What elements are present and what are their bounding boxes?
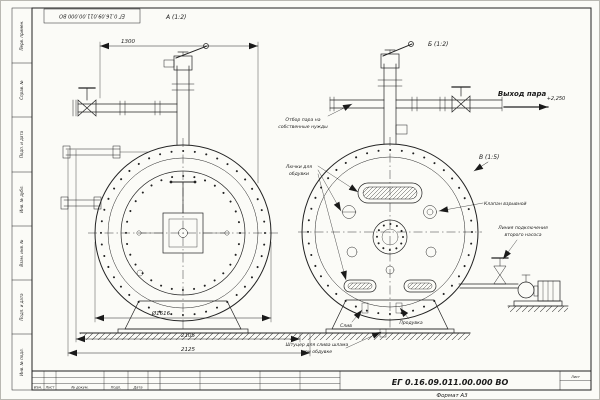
boiler-rear-view — [298, 41, 563, 338]
margin-label-2: Справ. № — [19, 80, 24, 99]
hatches-line1: Лючки для — [285, 164, 312, 170]
callout-drain: Слив — [340, 309, 363, 329]
riser-pipe-right — [377, 63, 408, 145]
dim-diameter-1616: Ø1616 — [94, 241, 272, 323]
rev-col-data: Дата — [132, 386, 142, 390]
view-label-a: А (1:2) — [165, 14, 186, 21]
top-blow-hatch — [357, 182, 423, 204]
steam-outlet-pipe — [395, 96, 503, 112]
sight-gauge-lower-right — [425, 246, 437, 258]
lower-blow-hatch-left — [343, 279, 377, 293]
view-label-v-text: В (1:5) — [479, 154, 499, 161]
shutoff-valve-left — [77, 87, 97, 117]
rear-flange-rings — [298, 137, 482, 330]
rev-col-izm: Изм. — [34, 386, 42, 390]
explosion-valve-port — [423, 205, 437, 219]
boiler-front-view — [60, 43, 278, 334]
ground-hatch-pump — [507, 305, 569, 312]
callout-blow-hatches: Лючки для обдувки — [285, 164, 359, 281]
margin-label-6: Подп. и дата — [19, 293, 24, 321]
margin-label-7: Инв. № подл. — [19, 348, 24, 376]
view-label-v: В (1:5) — [473, 154, 499, 172]
margin-label-1: Перв. примен. — [19, 20, 24, 50]
own-needs-branch — [329, 96, 385, 112]
left-margin-column: Перв. примен. Справ. № Подп. и дата Инв.… — [11, 7, 33, 391]
saddle-support-right — [325, 299, 455, 338]
callout-own-needs: Отбор пара на собственные нужды — [278, 103, 353, 130]
margin-label-3: Подп. и дата — [19, 130, 24, 158]
margin-label-4: Инв. № дубл. — [19, 185, 24, 212]
dim-1300: 1300 — [99, 39, 259, 184]
callout-blowdown: Продувка — [399, 307, 423, 326]
sight-gauge-upper-left — [341, 205, 357, 219]
bottom-port — [385, 265, 395, 275]
steam-outlet-label: Выход пара — [498, 90, 547, 98]
drain-label: Слив — [340, 323, 352, 329]
stud-assembly-upper — [62, 145, 150, 159]
title-block: Изм. Лист № докум. Подп. Дата ЕГ 0.16.09… — [31, 370, 592, 391]
callout-explosion-valve: Клапан взрывной — [438, 201, 527, 213]
dim-1300-text: 1300 — [121, 39, 135, 45]
title-block-code: ЕГ 0.16.09.011.00.000 ВО — [392, 378, 509, 387]
center-manhole — [372, 219, 408, 255]
blowdown-label: Продувка — [399, 320, 423, 326]
pump-line-line2: второго насоса — [504, 233, 541, 238]
sheet-col-label: Лист — [570, 375, 581, 379]
dim-2105-text: 2105 — [181, 333, 195, 339]
own-needs-line1: Отбор пара на — [285, 117, 320, 123]
door-handle — [169, 180, 197, 214]
inverted-doc-code: ЕГ 0.16.09.011.00.000 ВО — [59, 13, 125, 19]
explosion-valve-label: Клапан взрывной — [484, 201, 527, 207]
safety-valve-right — [380, 41, 414, 69]
steam-valve-right — [451, 86, 471, 113]
dim-2105: 2105 — [75, 149, 301, 343]
riser-pipe-left — [171, 65, 195, 146]
sight-gauge-lower-left — [346, 246, 358, 258]
pump-line-line1: Линия подключения — [497, 225, 548, 231]
feed-pump-unit — [513, 274, 563, 307]
callout-sludge-fitting: Штуцер для слива шлама при обдувке — [286, 331, 382, 355]
margin-label-5: Взам. инв. № — [19, 239, 24, 266]
own-needs-line2: собственные нужды — [278, 124, 328, 130]
feed-pipe-left — [72, 99, 178, 117]
callout-pump-line: Линия подключения второго насоса — [497, 225, 548, 260]
hatches-line2: обдувки — [289, 171, 309, 177]
sludge-line1: Штуцер для слива шлама — [286, 342, 349, 348]
dim-2125: 2125 — [67, 149, 311, 357]
elevation-label: +2,250 — [547, 96, 566, 102]
sludge-line2: при обдувке — [302, 349, 332, 355]
dim-dia-text: Ø1616 — [151, 310, 171, 317]
rev-col-list: Лист — [45, 386, 56, 390]
rev-col-podp: Подп. — [111, 386, 122, 390]
view-label-b: Б (1:2) — [428, 41, 448, 48]
format-label: Формат А3 — [436, 393, 468, 399]
pump-connection-valve — [458, 257, 519, 289]
rev-col-doc: № докум. — [70, 386, 88, 390]
inverted-doc-code-stamp: ЕГ 0.16.09.011.00.000 ВО — [43, 8, 141, 24]
lower-blow-hatch-right — [403, 279, 437, 293]
callout-steam-outlet: Выход пара +2,250 — [498, 90, 566, 111]
dim-2125-text: 2125 — [181, 347, 195, 353]
